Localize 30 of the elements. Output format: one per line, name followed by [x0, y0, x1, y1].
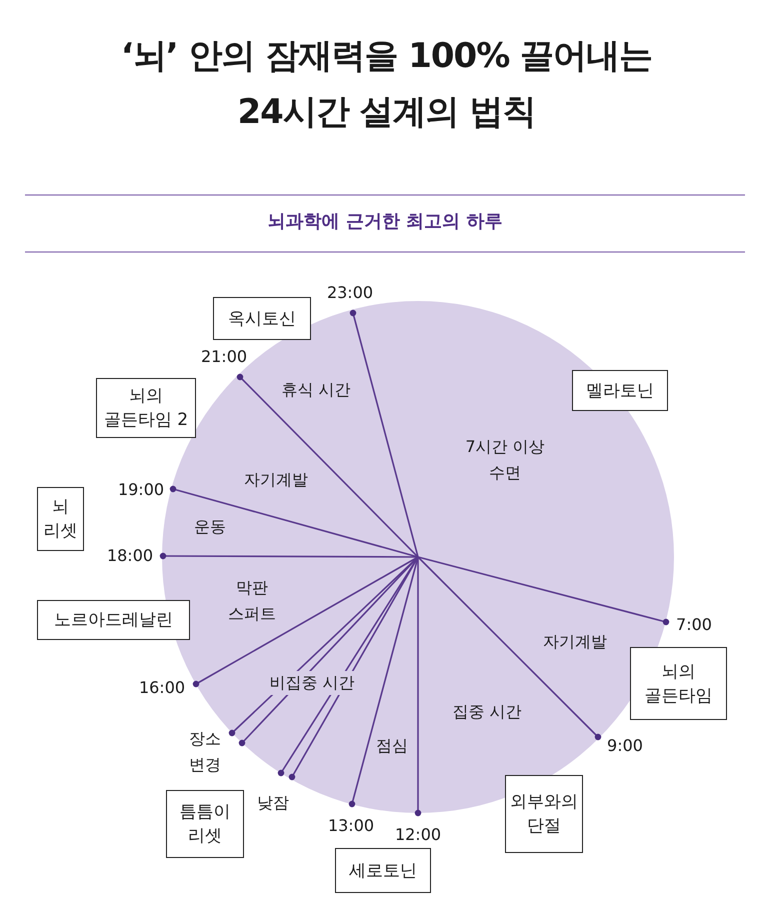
activity-label: 휴식 시간: [280, 379, 352, 401]
activity-label: 자기계발: [542, 631, 608, 653]
subtitle: 뇌과학에 근거한 최고의 하루: [266, 210, 504, 234]
time-label: 7:00: [675, 614, 713, 636]
time-label: 23:00: [326, 282, 374, 304]
time-label: 13:00: [326, 815, 376, 837]
label-box: 뇌 리셋: [37, 487, 84, 551]
activity-label: 낮잠: [256, 792, 290, 814]
activity-label: 집중 시간: [451, 701, 523, 723]
activity-label: 7시간 이상 수면: [464, 436, 546, 484]
time-label: 12:00: [394, 824, 442, 846]
label-box: 뇌의 골든타임: [630, 647, 727, 720]
activity-label: 운동: [193, 516, 227, 538]
label-box: 노르아드레날린: [37, 600, 190, 640]
label-box: 뇌의 골든타임 2: [96, 378, 196, 438]
activity-label: 자기계발: [243, 469, 309, 491]
label-box: 멜라토닌: [572, 370, 668, 411]
label-box: 틈틈이 리셋: [166, 790, 244, 858]
time-label: 16:00: [138, 677, 186, 699]
label-box: 외부와의 단절: [505, 775, 583, 853]
time-label: 19:00: [116, 479, 166, 501]
label-box: 옥시토신: [213, 297, 311, 340]
activity-label: 점심: [375, 735, 409, 757]
title: ‘뇌’ 안의 잠재력을 100% 끌어내는 24시간 설계의 법칙: [120, 35, 654, 134]
time-label: 21:00: [200, 346, 248, 368]
label-box: 세로토닌: [335, 848, 431, 893]
time-label: 18:00: [106, 545, 154, 567]
time-label: 9:00: [606, 735, 644, 757]
activity-label: 막판 스퍼트: [227, 577, 277, 625]
activity-label: 장소 변경: [188, 728, 222, 776]
